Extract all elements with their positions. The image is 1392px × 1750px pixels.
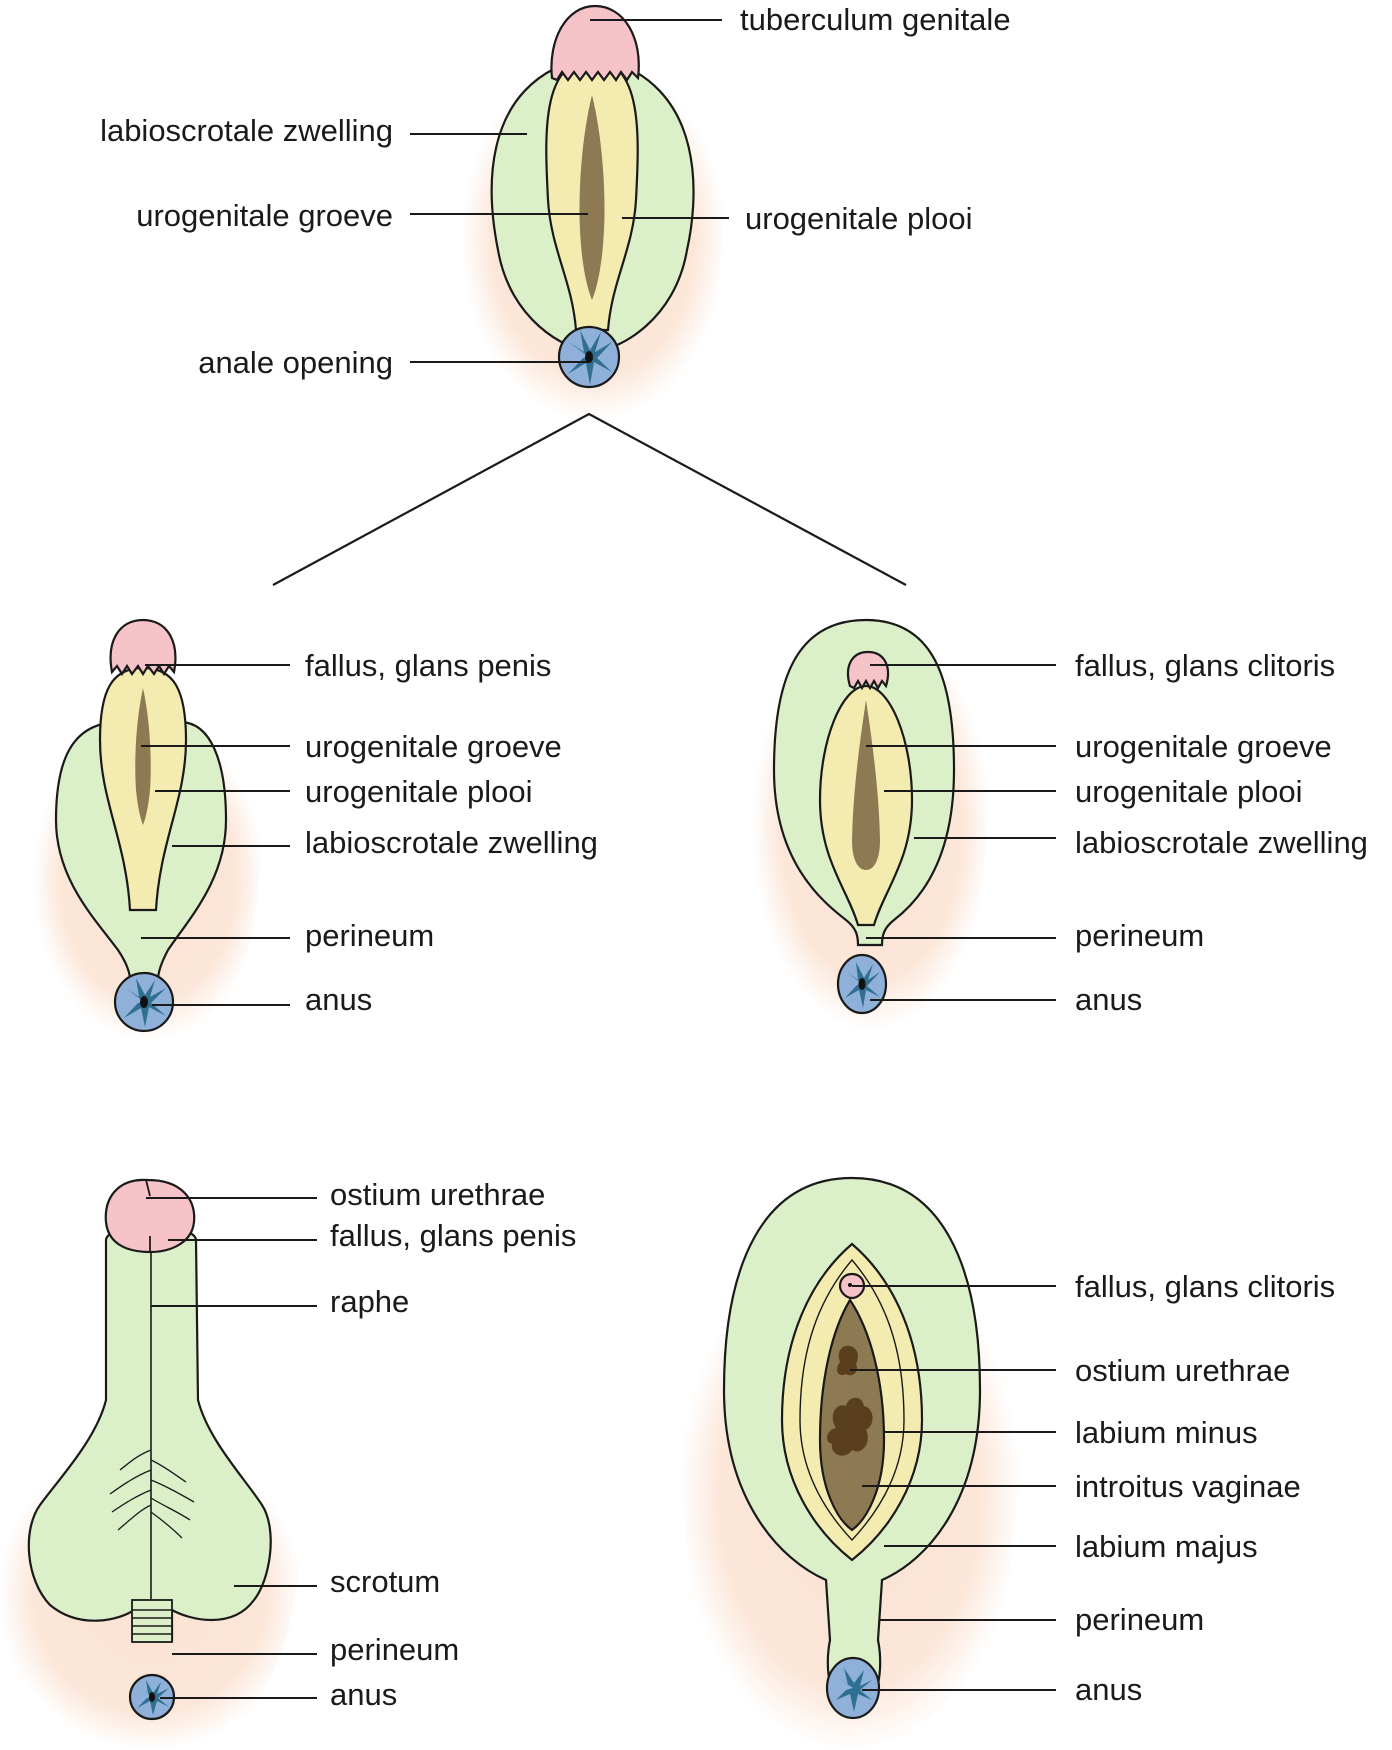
genital-tubercle (550, 4, 640, 82)
anus (836, 953, 888, 1015)
anus (113, 971, 175, 1033)
label-urogenital-fold: urogenitale plooi (745, 201, 973, 236)
raphe-ridges (109, 1449, 195, 1539)
labium-minus-inner (799, 1258, 905, 1542)
label-ostium-urethrae: ostium urethrae (330, 1177, 545, 1212)
label-glans-penis: fallus, glans penis (305, 648, 551, 683)
anus (825, 1656, 881, 1720)
label-labioscrotal-swelling: labioscrotale zwelling (1075, 825, 1368, 860)
label-urogenital-groove: urogenitale groeve (1075, 729, 1332, 764)
label-urogenital-fold: urogenitale plooi (1075, 774, 1303, 809)
label-glans-clitoris: fallus, glans clitoris (1075, 1269, 1335, 1304)
label-perineum: perineum (330, 1632, 459, 1667)
label-urogenital-groove: urogenitale groeve (136, 198, 393, 233)
glans-clitoris (846, 650, 890, 691)
label-urogenital-groove: urogenitale groeve (305, 729, 562, 764)
branch-lines (272, 412, 907, 586)
introitus-vaginae (827, 1397, 873, 1456)
scrotum (27, 1230, 272, 1642)
male-early-stage: fallus, glans penis urogenitale groeve u… (32, 618, 598, 1040)
label-anus: anus (1075, 1672, 1142, 1707)
label-glans-penis: fallus, glans penis (330, 1218, 576, 1253)
label-anal-opening: anale opening (198, 345, 393, 380)
label-glans-clitoris: fallus, glans clitoris (1075, 648, 1335, 683)
ostium-urethrae (837, 1345, 858, 1376)
label-introitus-vaginae: introitus vaginae (1075, 1469, 1301, 1504)
glans-penis (109, 618, 177, 677)
anal-opening (557, 325, 621, 389)
label-labioscrotal-swelling: labioscrotale zwelling (305, 825, 598, 860)
urogenital-groove (135, 688, 151, 825)
label-labioscrotal-swelling: labioscrotale zwelling (100, 113, 393, 148)
label-anus: anus (305, 982, 372, 1017)
perineum-rings (131, 1599, 173, 1643)
label-anus: anus (330, 1677, 397, 1712)
label-raphe: raphe (330, 1284, 409, 1319)
urogenital-groove (579, 95, 605, 300)
female-early-stage: fallus, glans clitoris urogenitale groev… (752, 618, 1368, 1030)
label-ostium-urethrae: ostium urethrae (1075, 1353, 1290, 1388)
urogenital-groove (852, 700, 880, 870)
label-labium-majus: labium majus (1075, 1529, 1258, 1564)
label-urogenital-fold: urogenitale plooi (305, 774, 533, 809)
anus (128, 1673, 176, 1721)
label-perineum: perineum (1075, 1602, 1204, 1637)
label-perineum: perineum (1075, 918, 1204, 953)
label-perineum: perineum (305, 918, 434, 953)
label-labium-minus: labium minus (1075, 1415, 1258, 1450)
male-late-stage: ostium urethrae fallus, glans penis raph… (0, 1177, 576, 1750)
ostium-urethrae (145, 1179, 151, 1252)
indifferent-stage: tuberculum genitale labioscrotale zwelli… (100, 2, 1011, 420)
label-tuberculum-genitale: tuberculum genitale (740, 2, 1011, 37)
female-late-stage: fallus, glans clitoris ostium urethrae l… (678, 1176, 1335, 1750)
label-scrotum: scrotum (330, 1564, 440, 1599)
label-anus: anus (1075, 982, 1142, 1017)
